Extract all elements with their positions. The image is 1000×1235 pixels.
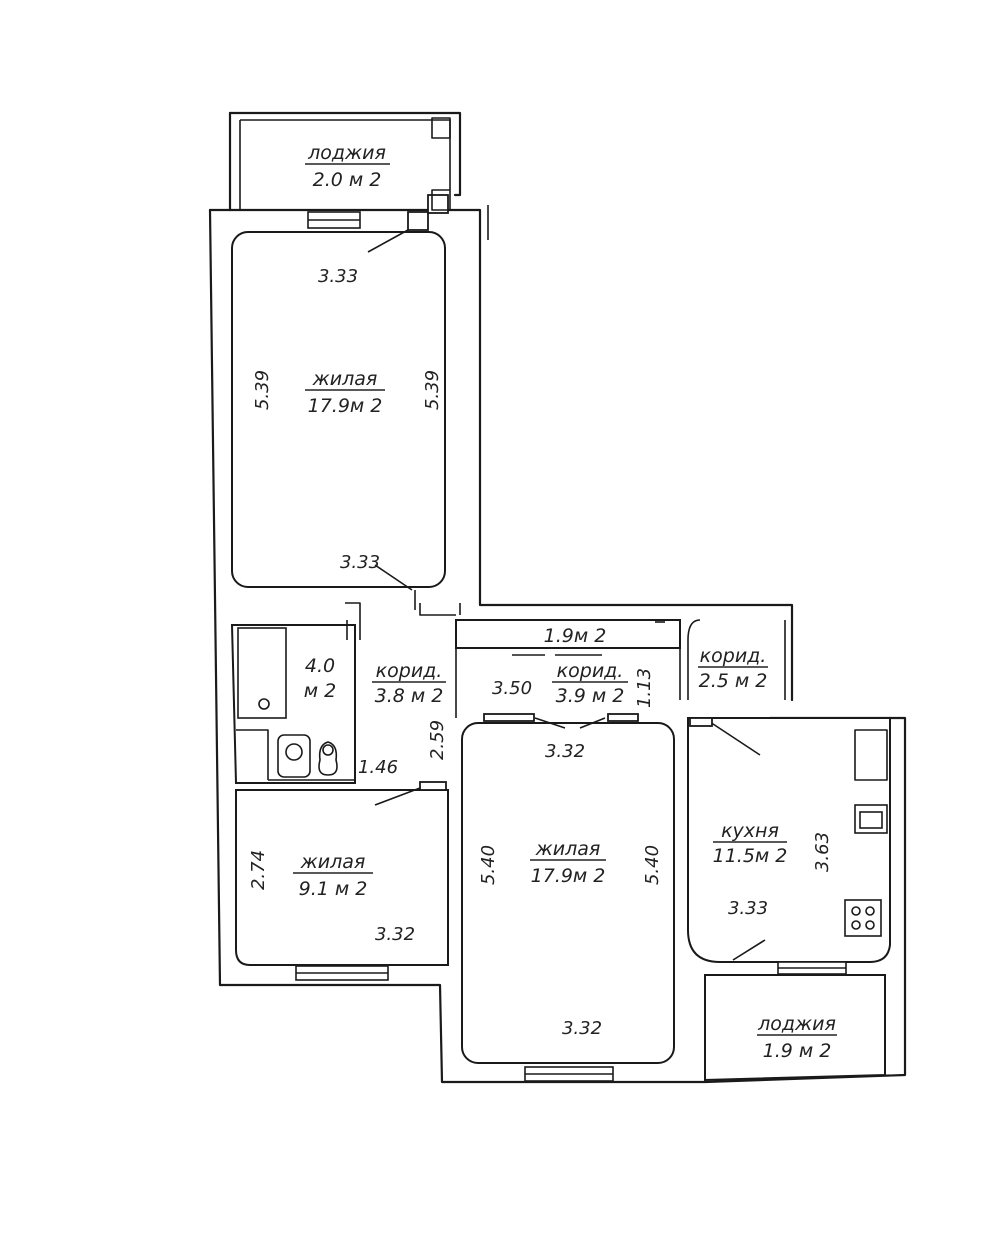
room-area-living-small: 9.1 м 2 xyxy=(299,878,368,900)
door-living-big xyxy=(374,564,413,591)
room-area-corridor-left: 3.8 м 2 xyxy=(375,685,444,707)
room-shape-living-middle xyxy=(461,722,675,1064)
room-shapes xyxy=(230,231,891,1082)
room-shape-loggia-bottom xyxy=(704,974,886,1082)
dim-corridor-center-depth: 1.13 xyxy=(634,668,655,708)
room-name-living-middle: жилая xyxy=(535,838,601,860)
room-area-living-middle: 17.9м 2 xyxy=(531,865,606,887)
room-name-corridor-right: корид. xyxy=(700,645,767,667)
dim-living-big-bottom: 3.33 xyxy=(340,552,380,573)
label-living-small: жилая 9.1 м 2 xyxy=(293,851,373,900)
bathtub-drain xyxy=(258,698,270,710)
door-living-middle-left xyxy=(534,717,566,729)
label-storage: 1.9м 2 xyxy=(544,625,607,647)
room-area-loggia-bottom: 1.9 м 2 xyxy=(763,1040,832,1062)
room-area-living-big: 17.9м 2 xyxy=(308,395,383,417)
doors xyxy=(346,194,766,961)
room-name-corridor-left: корид. xyxy=(376,660,443,682)
dim-kitchen-width: 3.33 xyxy=(728,898,768,919)
dim-living-middle-right: 5.40 xyxy=(642,845,663,885)
dim-kitchen-depth: 3.63 xyxy=(812,832,833,872)
label-bathroom: 4.0 м 2 xyxy=(304,655,336,702)
room-name-loggia-top: лоджия xyxy=(307,142,386,164)
room-area-kitchen: 11.5м 2 xyxy=(713,845,788,867)
room-area-bathroom: м 2 xyxy=(304,680,336,702)
dim-living-middle-bottom: 3.32 xyxy=(562,1018,602,1039)
dim-living-middle-top: 3.32 xyxy=(545,741,585,762)
dim-living-big-top: 3.33 xyxy=(318,266,358,287)
dim-living-middle-left: 5.40 xyxy=(478,845,499,885)
door-kitchen xyxy=(709,721,761,756)
room-shape-kitchen xyxy=(687,717,891,963)
room-labels: лоджия 2.0 м 2 жилая 17.9м 2 4.0 м 2 кор… xyxy=(293,142,837,1062)
dim-corridor-left-length: 2.59 xyxy=(427,720,448,760)
dimension-labels: 3.33 5.39 5.39 3.33 3.50 1.13 2.59 1.46 … xyxy=(248,266,833,1039)
room-name-bathroom: 4.0 xyxy=(305,655,335,677)
label-corridor-center: корид. 3.9 м 2 xyxy=(552,660,628,707)
room-name-loggia-bottom: лоджия xyxy=(757,1013,836,1035)
door-living-small xyxy=(374,787,421,806)
dim-living-big-left: 5.39 xyxy=(252,370,273,410)
room-area-storage: 1.9м 2 xyxy=(544,625,607,647)
dim-bathroom-width: 1.46 xyxy=(358,757,398,778)
kitchen-stove xyxy=(844,899,882,937)
room-area-corridor-center: 3.9 м 2 xyxy=(556,685,625,707)
room-name-corridor-center: корид. xyxy=(557,660,624,682)
dim-living-big-right: 5.39 xyxy=(422,370,443,410)
room-name-kitchen: кухня xyxy=(721,820,779,842)
room-name-living-small: жилая xyxy=(300,851,366,873)
door-kitchen-loggia xyxy=(732,939,766,961)
room-shape-living-big xyxy=(231,231,446,588)
room-area-corridor-right: 2.5 м 2 xyxy=(699,670,768,692)
label-living-middle: жилая 17.9м 2 xyxy=(530,838,606,887)
label-loggia-top: лоджия 2.0 м 2 xyxy=(305,142,390,191)
label-corridor-right: корид. 2.5 м 2 xyxy=(698,645,768,692)
fixtures xyxy=(236,117,888,937)
door-living-big-loggia xyxy=(367,229,409,253)
dim-living-small-left: 2.74 xyxy=(248,850,269,890)
label-loggia-bottom: лоджия 1.9 м 2 xyxy=(757,1013,837,1062)
label-living-big: жилая 17.9м 2 xyxy=(305,368,385,417)
dim-corridor-center-width: 3.50 xyxy=(492,678,532,699)
kitchen-shaft xyxy=(854,729,888,781)
room-name-living-big: жилая xyxy=(312,368,378,390)
label-corridor-left: корид. 3.8 м 2 xyxy=(372,660,446,707)
door-living-middle-right xyxy=(579,717,606,729)
room-shape-living-small xyxy=(235,789,449,966)
room-area-loggia-top: 2.0 м 2 xyxy=(313,169,382,191)
windows xyxy=(295,211,847,1082)
label-kitchen: кухня 11.5м 2 xyxy=(713,820,788,867)
dim-living-small-bottom: 3.32 xyxy=(375,924,415,945)
